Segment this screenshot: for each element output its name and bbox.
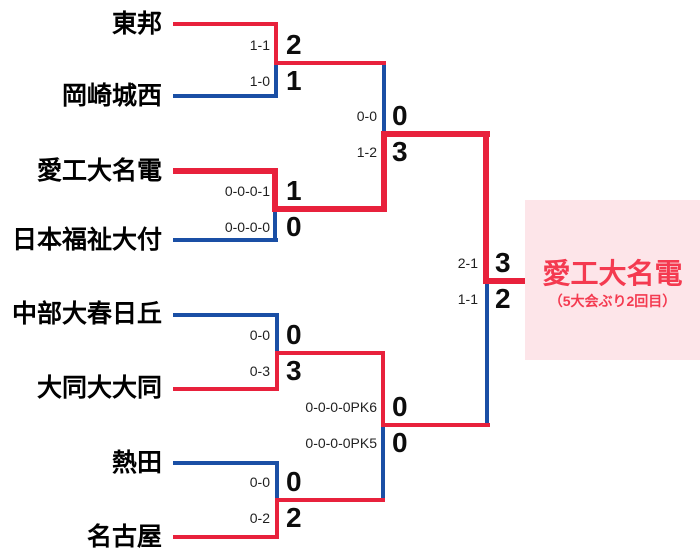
score-sf2-top: 0 [392, 391, 408, 422]
line-okazaki-josei [173, 94, 278, 98]
score-m4-top: 0 [286, 466, 302, 497]
score-sf1-bottom: 3 [392, 136, 408, 167]
score-detail-m3-top: 0-0 [249, 327, 270, 343]
champion-name: 愛工大名電 [542, 258, 683, 289]
score-sf1-top: 0 [392, 100, 408, 131]
line-sf1-winner-out [381, 131, 490, 137]
line-m2-lower-connector [273, 209, 277, 242]
champion-box: 愛工大名電 （5大会ぶり2回目） [525, 200, 700, 360]
line-toho [173, 22, 278, 26]
score-detail-m4-top: 0-0 [249, 474, 270, 490]
score-detail-m3-bottom: 0-3 [249, 363, 270, 379]
team-name-chubu-kasugaoka: 中部大春日丘 [11, 300, 162, 328]
score-m3-bottom: 3 [286, 355, 302, 386]
score-detail-sf2-bottom: 0-0-0-0PK5 [305, 435, 377, 451]
line-final-lower-connector [485, 281, 489, 427]
score-detail-m1-bottom: 1-0 [249, 73, 270, 89]
team-name-nagoya: 名古屋 [86, 523, 162, 551]
team-name-toho: 東邦 [111, 10, 162, 38]
score-detail-sf1-top: 0-0 [356, 108, 377, 124]
line-m2-champion-connector [272, 168, 278, 212]
score-final-bottom: 2 [495, 283, 511, 314]
line-final-champion-connector [483, 131, 489, 284]
line-m1-upper-connector [274, 22, 278, 65]
score-detail-final-top: 2-1 [457, 255, 478, 271]
line-m3-winner-out [275, 351, 385, 355]
line-m2-winner-out [272, 206, 387, 212]
line-m3-lower-connector [275, 351, 279, 391]
line-sf2-winner-out [381, 423, 490, 427]
line-atsuta [173, 461, 279, 465]
score-m2-top: 1 [286, 175, 302, 206]
line-m4-upper-connector [275, 461, 279, 502]
score-m1-bottom: 1 [286, 65, 302, 96]
team-name-aiko-dai-meiden: 愛工大名電 [36, 157, 162, 185]
team-name-nihon-fukushi: 日本福祉大付 [11, 226, 162, 254]
team-name-atsuta: 熱田 [111, 449, 162, 477]
line-final-winner-out [483, 278, 525, 284]
score-detail-m2-bottom: 0-0-0-0 [224, 219, 270, 235]
line-sf1-champion-connector [381, 131, 387, 212]
line-m1-winner-out [274, 61, 386, 65]
line-m4-lower-connector [275, 498, 279, 539]
score-detail-m1-top: 1-1 [249, 37, 270, 53]
line-chubu-kasugaoka [173, 313, 278, 317]
line-sf1-upper-connector [382, 63, 386, 135]
score-final-top: 3 [495, 247, 511, 278]
line-sf2-lower-connector [381, 425, 385, 502]
team-name-daido: 大同大大同 [36, 374, 162, 402]
score-m1-top: 2 [286, 29, 302, 60]
score-m4-bottom: 2 [286, 502, 302, 533]
line-m4-winner-out [275, 498, 385, 502]
score-m3-top: 0 [286, 319, 302, 350]
champion-note: （5大会ぶり2回目） [548, 293, 677, 309]
line-m3-upper-connector [275, 313, 279, 355]
score-m2-bottom: 0 [286, 211, 302, 242]
score-detail-final-bottom: 1-1 [457, 291, 478, 307]
score-detail-m2-top: 0-0-0-1 [224, 183, 270, 199]
line-meiden [173, 168, 278, 174]
score-detail-sf1-bottom: 1-2 [356, 144, 377, 160]
line-daido [173, 387, 279, 391]
score-sf2-bottom: 0 [392, 427, 408, 458]
line-nagoya [173, 535, 279, 539]
score-detail-m4-bottom: 0-2 [249, 510, 270, 526]
line-sf2-upper-connector [381, 351, 385, 427]
team-name-okazaki-josei: 岡崎城西 [61, 82, 162, 110]
score-detail-sf2-top: 0-0-0-0PK6 [305, 399, 377, 415]
line-m1-lower-connector [274, 63, 278, 98]
line-nihon-fukushi [173, 238, 278, 242]
